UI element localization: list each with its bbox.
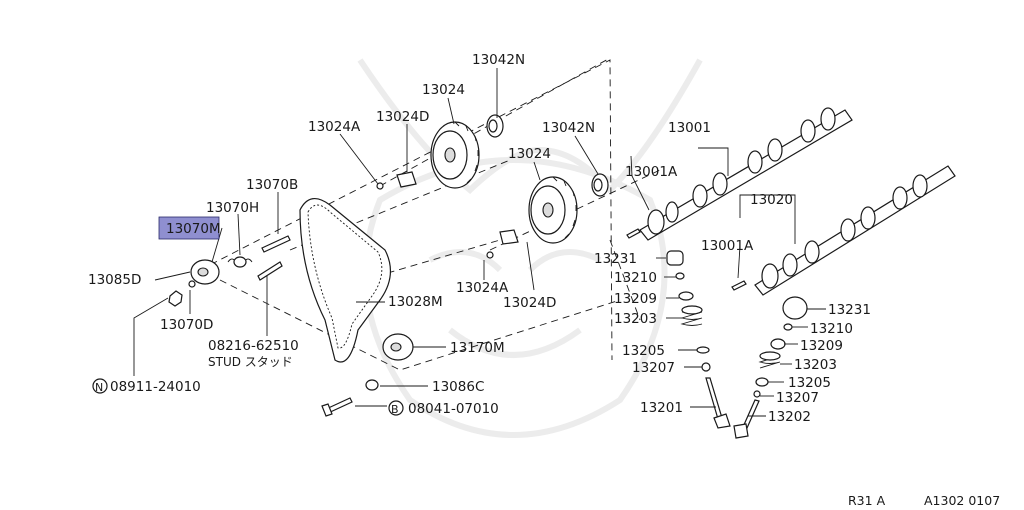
valve-spring-right (758, 351, 781, 369)
valve-retainer-left (678, 291, 694, 301)
footer-reference: R31 A A1302 0107 (848, 493, 1000, 508)
valve-shim-left (675, 272, 685, 280)
label-13209-right[interactable]: 13209 (800, 338, 843, 354)
label-13210-left[interactable]: 13210 (614, 270, 657, 286)
label-13201[interactable]: 13201 (640, 400, 683, 416)
leader-lines (133, 68, 826, 417)
valve-seat-right (755, 377, 769, 387)
label-13205-left[interactable]: 13205 (622, 343, 665, 359)
label-13203-right[interactable]: 13203 (794, 357, 837, 373)
label-13209-left[interactable]: 13209 (614, 291, 657, 307)
key-plate-lower (486, 229, 519, 259)
label-13020[interactable]: 13020 (750, 192, 793, 208)
label-b-prefix: B (391, 403, 399, 416)
diagram-ref-number: A1302 0107 (924, 493, 1000, 508)
valve-seal-left (701, 362, 711, 372)
label-13024-lower[interactable]: 13024 (508, 146, 551, 162)
label-13070b[interactable]: 13070B (246, 177, 298, 193)
idler-pulley (382, 333, 414, 361)
highlight-box-13070m (158, 216, 220, 240)
oil-seal-lower (591, 173, 609, 197)
label-13207-left[interactable]: 13207 (632, 360, 675, 376)
valve-exhaust (733, 399, 760, 439)
label-13202[interactable]: 13202 (768, 409, 811, 425)
label-13001[interactable]: 13001 (668, 120, 711, 136)
label-13028m[interactable]: 13028M (388, 294, 443, 310)
valve-retainer-right (770, 338, 786, 350)
label-13085d[interactable]: 13085D (88, 272, 141, 288)
label-13024a-lower[interactable]: 13024A (456, 280, 509, 296)
valve-shim-right (783, 323, 793, 331)
valve-lifter-right (782, 296, 808, 320)
label-08216-62510[interactable]: 08216-62510 (208, 338, 299, 354)
label-13170m[interactable]: 13170M (450, 340, 505, 356)
label-13203-left[interactable]: 13203 (614, 311, 657, 327)
label-13024a-upper[interactable]: 13024A (308, 119, 361, 135)
label-13001a-lower[interactable]: 13001A (701, 238, 754, 254)
camshaft-lower (754, 165, 956, 296)
valve-spring-left (680, 305, 703, 326)
label-13024d-lower[interactable]: 13024D (503, 295, 556, 311)
label-13070d[interactable]: 13070D (160, 317, 213, 333)
label-n-prefix: N (95, 381, 103, 394)
tensioner-nut (168, 290, 183, 307)
label-13042n-upper[interactable]: 13042N (472, 52, 525, 68)
label-13086c[interactable]: 13086C (432, 379, 484, 395)
watermark-logo (357, 58, 703, 438)
label-08041-07010[interactable]: 08041-07010 (408, 401, 499, 417)
tensioner-bolt (261, 235, 291, 253)
oil-seal-upper (486, 114, 504, 138)
label-08911-24010[interactable]: 08911-24010 (110, 379, 201, 395)
label-13070m[interactable]: 13070M (166, 221, 221, 237)
idler-washer (365, 379, 379, 391)
valve-seal-right (753, 390, 761, 398)
tensioner-stud (257, 261, 283, 281)
label-13042n-lower[interactable]: 13042N (542, 120, 595, 136)
model-code: R31 A (848, 493, 886, 508)
label-13070h[interactable]: 13070H (206, 200, 259, 216)
label-13207-right[interactable]: 13207 (776, 390, 819, 406)
valve-seat-left (696, 346, 710, 354)
part-labels: 13042N 13024 13024A 13024D 13042N 13024 … (88, 52, 871, 425)
camshaft-upper (639, 107, 853, 241)
tensioner-washer (188, 280, 196, 288)
valve-lifter-left (666, 250, 684, 266)
assembly-guide-lines (199, 57, 661, 371)
camshaft-pulley-upper (430, 121, 480, 189)
label-13231-left[interactable]: 13231 (594, 251, 637, 267)
tensioner-pulley (190, 259, 220, 285)
idler-bolt (321, 397, 353, 417)
tensioner-spring (227, 256, 253, 268)
b-circle-icon (388, 400, 404, 416)
label-13210-right[interactable]: 13210 (810, 321, 853, 337)
label-13231-right[interactable]: 13231 (828, 302, 871, 318)
label-13024d-upper[interactable]: 13024D (376, 109, 429, 125)
n-circle-icon (92, 378, 108, 394)
key-plate-upper (376, 171, 417, 190)
valve-intake (705, 377, 731, 429)
camshaft-dowel-pins (626, 228, 747, 291)
label-13001a-upper[interactable]: 13001A (625, 164, 678, 180)
camshaft-pulley-lower (528, 176, 578, 244)
label-stud: STUD スタッド (208, 355, 293, 369)
timing-belt (299, 198, 391, 363)
label-13024-upper[interactable]: 13024 (422, 82, 465, 98)
label-13205-right[interactable]: 13205 (788, 375, 831, 391)
